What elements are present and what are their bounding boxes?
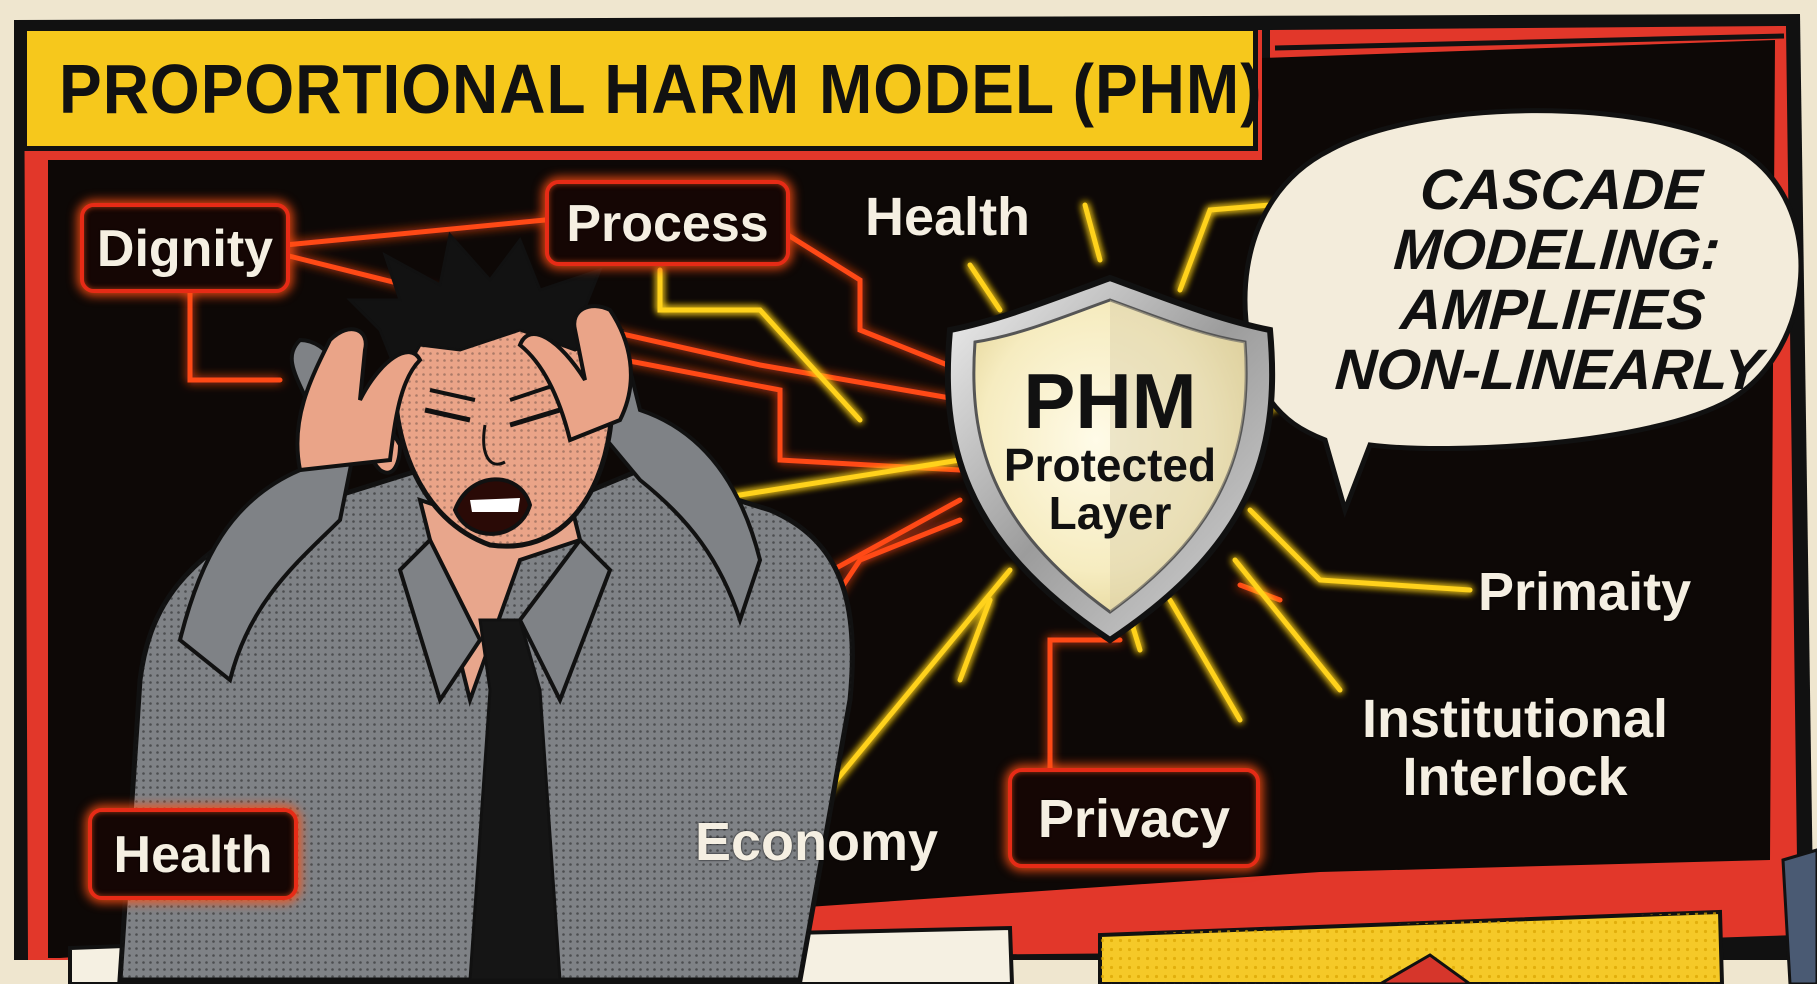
node-dignity-label: Dignity xyxy=(96,220,274,278)
shield-line1: PHM xyxy=(1023,357,1197,445)
node-privacy-label: Privacy xyxy=(1037,789,1231,849)
shield-line3: Layer xyxy=(1048,487,1172,539)
page-title: PROPORTIONAL HARM MODEL (PHM) xyxy=(59,49,1263,128)
node-dignity: Dignity xyxy=(80,203,290,293)
node-process-label: Process xyxy=(566,195,769,253)
node-privacy: Privacy xyxy=(1008,768,1260,868)
node-process: Process xyxy=(545,180,790,266)
node-health-bottom: Health xyxy=(88,808,298,900)
shield-label: PHM Protected Layer xyxy=(990,362,1230,536)
node-institutional-interlock: Institutional Interlock xyxy=(1355,690,1675,806)
node-institutional-label: Institutional xyxy=(1362,689,1668,749)
bubble-text: CASCADE MODELING: AMPLIFIES NON-LINEARLY xyxy=(1332,158,1779,402)
node-interlock-label: Interlock xyxy=(1402,747,1628,807)
bubble-line2: MODELING: xyxy=(1391,218,1723,282)
distressed-person xyxy=(117,231,855,983)
node-economy: Economy xyxy=(695,812,939,872)
bubble-line1: CASCADE xyxy=(1418,158,1705,222)
bubble-line4: NON-LINEARLY xyxy=(1333,338,1765,402)
shield-line2: Protected xyxy=(1003,439,1217,491)
node-health-top: Health xyxy=(865,187,1031,247)
phm-shield xyxy=(944,274,1276,644)
node-primaity: Primaity xyxy=(1478,562,1692,622)
speech-bubble xyxy=(1242,108,1804,518)
bubble-line3: AMPLIFIES xyxy=(1398,278,1708,342)
node-health-bottom-label: Health xyxy=(113,826,273,884)
title-banner: PROPORTIONAL HARM MODEL (PHM) xyxy=(22,26,1262,151)
